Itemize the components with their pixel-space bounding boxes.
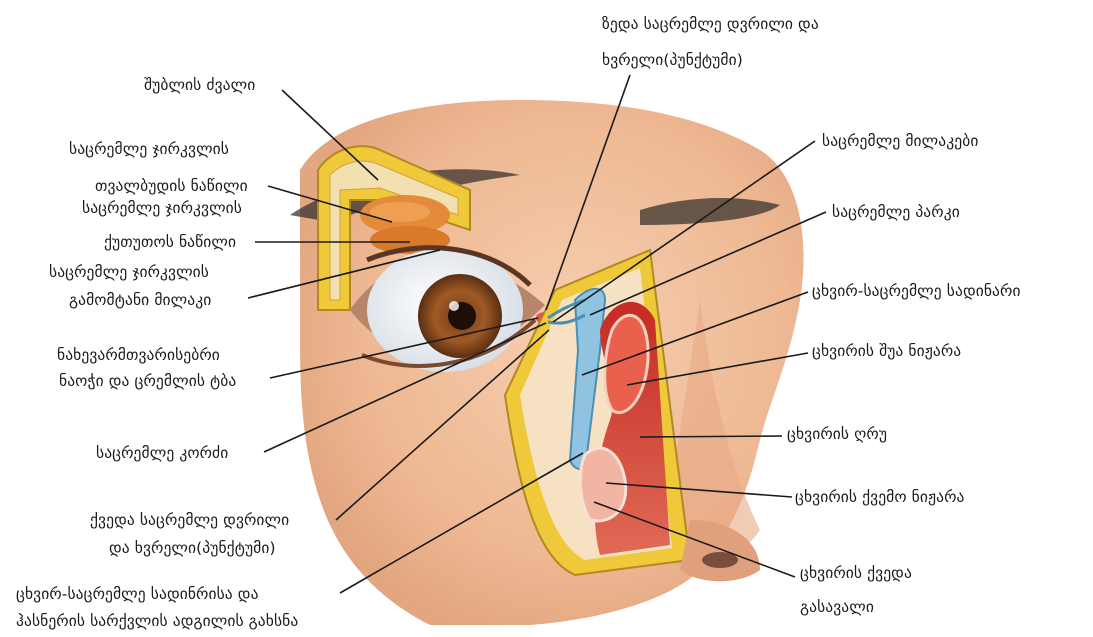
label-nasolacrimal-duct: ცხვირ-საცრემლე სადინარი bbox=[812, 281, 1021, 301]
label-excretory-duct-line1: საცრემლე ჯირკვლის bbox=[49, 262, 209, 282]
label-orbital-part-line1: საცრემლე ჯირკვლის bbox=[69, 139, 229, 159]
label-lower-punctum-line1: ქვედა საცრემლე დვრილი bbox=[90, 510, 289, 530]
label-lower-punctum-line2: და ხვრელი(პუნქტუმი) bbox=[109, 538, 276, 558]
label-palpebral-part-line1: საცრემლე ჯირკვლის bbox=[82, 198, 242, 218]
label-orbital-part-line2: თვალბუდის ნაწილი bbox=[95, 176, 248, 196]
label-hasner-valve-line2: ჰასნერის სარქვლის ადგილის გახსნა bbox=[16, 611, 298, 631]
label-lacrimal-canaliculi: საცრემლე მილაკები bbox=[822, 131, 978, 151]
label-upper-punctum-line2: ხვრელი(პუნქტუმი) bbox=[602, 50, 743, 70]
label-excretory-duct-line2: გამომტანი მილაკი bbox=[69, 290, 211, 310]
label-frontal-bone: შუბლის ძვალი bbox=[144, 75, 255, 95]
label-upper-punctum-line1: ზედა საცრემლე დვრილი და bbox=[602, 14, 819, 34]
label-lacrimal-sac: საცრემლე პარკი bbox=[832, 202, 960, 222]
label-palpebral-part-line2: ქუთუთოს ნაწილი bbox=[104, 232, 236, 252]
label-semilunar-fold-line1: ნახევარმთვარისებრი bbox=[57, 345, 220, 365]
label-inferior-nasal-concha: ცხვირის ქვემო ნიჟარა bbox=[795, 487, 965, 507]
label-lacrimal-caruncle: საცრემლე კორძი bbox=[96, 443, 228, 463]
label-inferior-meatus-line1: ცხვირის ქვედა bbox=[800, 563, 912, 583]
label-inferior-meatus-line2: გასავალი bbox=[800, 597, 874, 617]
label-semilunar-fold-line2: ნაოჭი და ცრემლის ტბა bbox=[59, 371, 236, 391]
label-nasal-cavity: ცხვირის ღრუ bbox=[787, 424, 887, 444]
leader-nasal-cavity bbox=[640, 436, 782, 437]
label-middle-nasal-concha: ცხვირის შუა ნიჟარა bbox=[812, 341, 961, 361]
label-hasner-valve-line1: ცხვირ-საცრემლე სადინრისა და bbox=[16, 584, 259, 604]
